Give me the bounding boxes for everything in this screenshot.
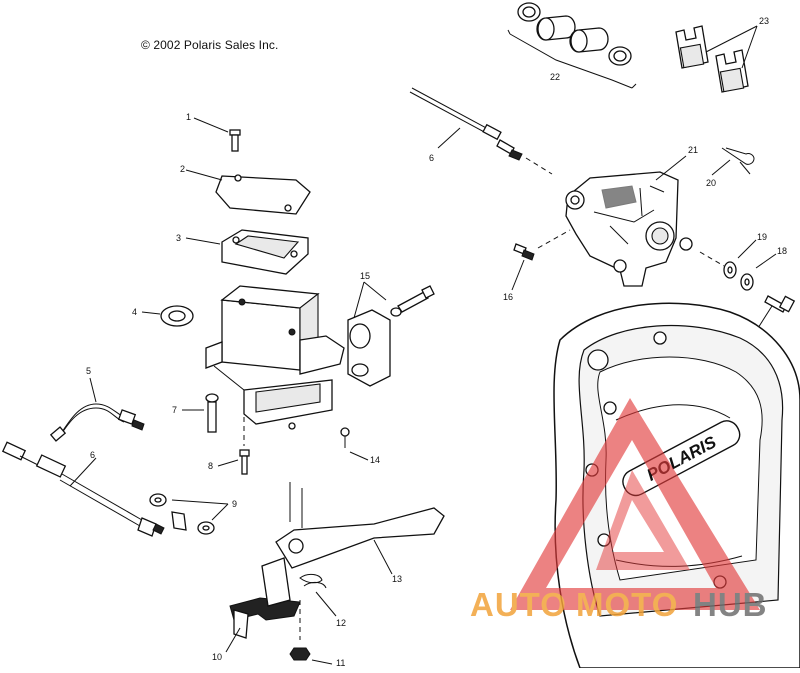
mounting-screw	[239, 449, 250, 475]
bleeder-screw	[513, 229, 571, 261]
callout-9: 9	[232, 499, 237, 509]
callout-8: 8	[208, 461, 213, 471]
cotter-pin	[721, 147, 755, 175]
piston-seal-set	[507, 2, 637, 89]
watermark-text-auto: AUTO	[470, 586, 567, 623]
callout-10: 10	[212, 652, 222, 662]
callout-2: 2	[180, 164, 185, 174]
watermark-text-moto: MOTO	[576, 586, 678, 623]
callout-23: 23	[759, 16, 769, 26]
callout-6-top: 6	[429, 153, 434, 163]
callout-16: 16	[503, 292, 513, 302]
parking-lever	[229, 557, 301, 639]
handlebar-clamp	[347, 285, 435, 387]
callout-7: 7	[172, 405, 177, 415]
lever-spring	[299, 573, 327, 589]
watermark-triangle-icon	[510, 398, 760, 610]
crush-washers	[149, 493, 215, 535]
banjo-bolt	[205, 393, 219, 433]
copyright-notice: © 2002 Polaris Sales Inc.	[141, 38, 279, 52]
callout-4: 4	[132, 307, 137, 317]
reservoir-screw	[229, 129, 241, 152]
callout-13: 13	[392, 574, 402, 584]
callout-5: 5	[86, 366, 91, 376]
reservoir-gasket	[221, 229, 309, 275]
callout-1: 1	[186, 112, 191, 122]
callout-3: 3	[176, 233, 181, 243]
brake-cable-upper	[409, 87, 553, 175]
brake-line-lower	[1, 441, 165, 537]
watermark-text-hub: HUB	[693, 586, 768, 623]
watermark-logo: AUTO MOTO HUB	[470, 398, 768, 623]
brake-lever	[275, 482, 445, 569]
caliper-bolt	[764, 295, 796, 313]
callout-21: 21	[688, 145, 698, 155]
brake-switch	[49, 403, 145, 442]
callout-6-left: 6	[90, 450, 95, 460]
callout-15: 15	[360, 271, 370, 281]
seal-ring	[160, 305, 194, 327]
brake-caliper	[565, 171, 693, 287]
callout-20: 20	[706, 178, 716, 188]
callout-11: 11	[336, 658, 345, 668]
lever-nut	[289, 600, 311, 661]
callout-22: 22	[550, 72, 560, 82]
callout-18: 18	[777, 246, 787, 256]
callout-12: 12	[336, 618, 346, 628]
callout-19: 19	[757, 232, 767, 242]
caliper-washers	[699, 251, 754, 291]
brake-pads	[675, 25, 749, 93]
master-cylinder-body	[205, 285, 345, 430]
pivot-pin	[340, 427, 350, 448]
callout-14: 14	[370, 455, 380, 465]
reservoir-cover	[215, 174, 311, 215]
